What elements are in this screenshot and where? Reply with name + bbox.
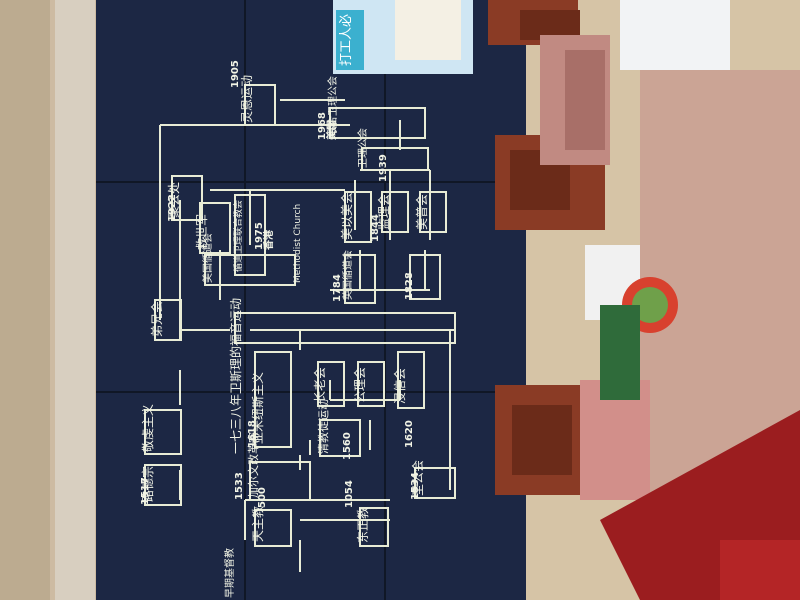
- node-orthodox: 东正教: [355, 507, 370, 543]
- svg-text:1560: 1560: [342, 432, 353, 460]
- bottle: [600, 305, 640, 400]
- node-anglican: 圣公会: [411, 460, 425, 496]
- diagram-labels: 天主教 东正教 路德宗 敬虔主义 加尔文改革宗 亚米纽斯主义 清教徒运动 圣公会…: [140, 75, 429, 598]
- node-calvinist: 加尔文改革宗: [246, 432, 260, 498]
- node-puritan: 清教徒运动: [316, 399, 330, 454]
- node-presbyterian: 长老会: [313, 367, 327, 403]
- node-uk-methodist: 英国循道会: [341, 250, 354, 300]
- node-wesleyan-union: 卫理公会: [356, 128, 369, 168]
- node-jianli: 监理会: [377, 194, 391, 230]
- node-united-methodist: 联合卫理公会: [326, 76, 339, 136]
- svg-text:1905: 1905: [230, 60, 241, 88]
- slide-thumbnail-text: 打工人必: [339, 14, 354, 66]
- node-congregational: 公理会: [353, 367, 367, 403]
- node-arminianism: 亚米纽斯主义: [251, 372, 265, 444]
- svg-text:1975: 1975: [254, 222, 265, 250]
- node-pietism: 敬虔主义: [141, 404, 155, 452]
- node-hk-methodist: 循道卫理联合教会: [232, 200, 244, 272]
- node-salvation-army: 救世军: [194, 214, 209, 250]
- label-us: 美国: [325, 120, 338, 140]
- svg-text:1968: 1968: [317, 112, 328, 140]
- node-baptist: 浸信会: [393, 368, 407, 404]
- node-lutheran: 路德宗: [140, 466, 155, 502]
- svg-text:1533: 1533: [234, 472, 245, 500]
- node-catholic: 天主教: [250, 506, 265, 542]
- node-early-church: 早期基督教: [223, 548, 236, 598]
- node-meipu: 美普会: [415, 194, 429, 230]
- svg-text:1618: 1618: [247, 420, 258, 448]
- svg-text:1620: 1620: [404, 420, 415, 448]
- node-meiyimei: 美以美会: [340, 192, 354, 240]
- svg-text:500: 500: [257, 487, 268, 508]
- svg-text:1054: 1054: [344, 480, 355, 508]
- svg-text:1844: 1844: [370, 214, 381, 242]
- svg-text:1517: 1517: [140, 477, 151, 505]
- node-methodist-church: Methodist Church: [293, 204, 303, 283]
- node-moravian: 弟兄会: [150, 301, 164, 337]
- svg-text:1784: 1784: [332, 274, 343, 302]
- node-wesley: 一七三八年卫斯理的福音运动: [228, 298, 243, 454]
- diagram-years: 500 1054 1517 1533 1534 1560 1618 1620 1…: [140, 60, 421, 508]
- wall-left: [0, 0, 50, 600]
- node-us-methodist: 美国循道会: [201, 233, 214, 283]
- svg-text:1922: 1922: [167, 194, 178, 222]
- diagram-boxes: [144, 84, 456, 547]
- node-gospel-assembly: 聚会处: [167, 182, 181, 218]
- svg-text:1828: 1828: [404, 272, 415, 300]
- label-hk: 香港: [262, 229, 275, 250]
- reflection-screen: [620, 0, 730, 70]
- svg-text:1534: 1534: [410, 472, 421, 500]
- svg-text:1939: 1939: [378, 154, 389, 182]
- node-pentecostal: 灵恩运动: [240, 75, 254, 123]
- pillar: [55, 0, 95, 600]
